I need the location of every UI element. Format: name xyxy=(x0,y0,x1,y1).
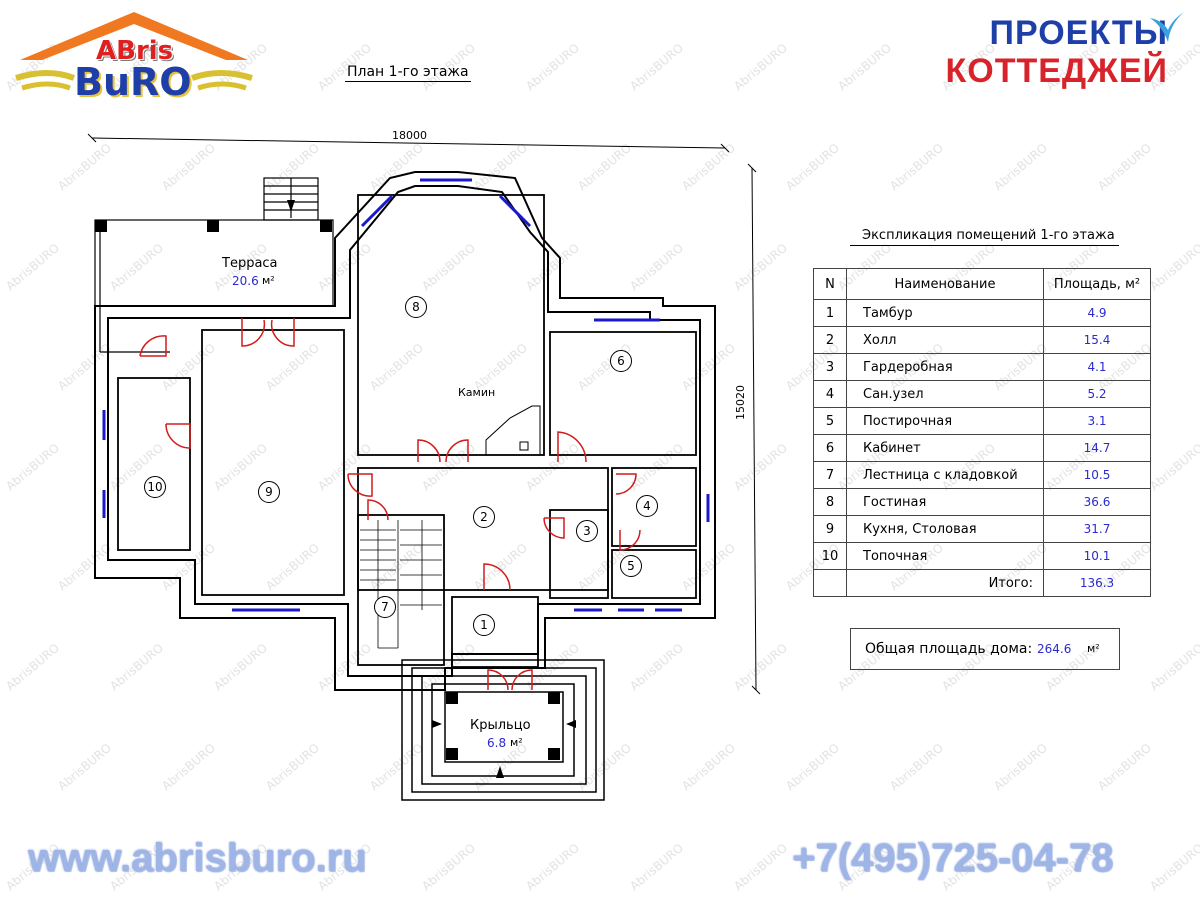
exterior-walls xyxy=(94,171,716,691)
row-name: Кабинет xyxy=(846,434,1044,462)
total-value: 136.3 xyxy=(1043,569,1151,597)
fireplace xyxy=(485,405,541,455)
windows xyxy=(102,178,710,612)
porch-unit: м² xyxy=(510,736,523,749)
row-number: 1 xyxy=(813,299,847,327)
terrace-label: Терраса xyxy=(222,256,278,271)
row-number: 9 xyxy=(813,515,847,543)
row-name: Топочная xyxy=(846,542,1044,570)
row-name: Кухня, Столовая xyxy=(846,515,1044,543)
row-name: Сан.узел xyxy=(846,380,1044,408)
fireplace-label: Камин xyxy=(458,386,496,399)
row-number: 4 xyxy=(813,380,847,408)
house-total-label: Общая площадь дома: xyxy=(865,641,1033,657)
row-name: Тамбур xyxy=(846,299,1044,327)
table-header-row: N Наименование Площадь, м² xyxy=(813,268,1151,300)
row-area: 15.4 xyxy=(1043,326,1151,354)
house-total-unit: м² xyxy=(1087,642,1100,655)
room-number-5: 5 xyxy=(620,555,642,577)
row-number: 7 xyxy=(813,461,847,489)
row-area: 10.1 xyxy=(1043,542,1151,570)
row-area: 36.6 xyxy=(1043,488,1151,516)
row-name: Гардеробная xyxy=(846,353,1044,381)
row-name: Гостиная xyxy=(846,488,1044,516)
room-number-9: 9 xyxy=(258,481,280,503)
interior-walls xyxy=(117,194,697,668)
logo-roof-icon xyxy=(15,12,253,91)
porch-area: 6.8 xyxy=(487,736,507,750)
row-area: 4.9 xyxy=(1043,299,1151,327)
room-number-1: 1 xyxy=(473,614,495,636)
row-area: 31.7 xyxy=(1043,515,1151,543)
room-number-4: 4 xyxy=(636,495,658,517)
room-number-8: 8 xyxy=(405,296,427,318)
room-number-6: 6 xyxy=(610,350,632,372)
height-dimension: 15020 xyxy=(734,385,747,420)
terrace-unit: м² xyxy=(262,274,275,287)
terrace xyxy=(94,177,334,353)
row-number: 10 xyxy=(813,542,847,570)
row-number: 3 xyxy=(813,353,847,381)
row-area: 14.7 xyxy=(1043,434,1151,462)
header-name: Наименование xyxy=(846,268,1044,300)
dimension-lines xyxy=(87,133,761,695)
website-link[interactable]: www.abrisburo.ru xyxy=(28,836,367,880)
porch-label: Крыльцо xyxy=(470,718,531,733)
brand-line-1: ПРОЕКТЫ xyxy=(989,14,1168,52)
staircase xyxy=(360,520,442,649)
total-label: Итого: xyxy=(846,569,1044,597)
row-area: 5.2 xyxy=(1043,380,1151,408)
phone-number[interactable]: +7(495)725-04-78 xyxy=(792,836,1114,880)
row-number: 8 xyxy=(813,488,847,516)
row-area: 3.1 xyxy=(1043,407,1151,435)
header-number: N xyxy=(813,268,847,300)
row-name: Лестница с кладовкой xyxy=(846,461,1044,489)
bird-icon xyxy=(1150,12,1184,42)
row-area: 4.1 xyxy=(1043,353,1151,381)
brand-line-2: КОТТЕДЖЕЙ xyxy=(945,52,1168,90)
row-name: Постирочная xyxy=(846,407,1044,435)
total-row: Итого:136.3 xyxy=(813,569,1151,597)
room-number-10: 10 xyxy=(144,476,166,498)
company-logo[interactable]: ABris BuRO xyxy=(8,6,260,106)
terrace-area: 20.6 xyxy=(232,274,259,288)
page-title: План 1-го этажа xyxy=(345,64,471,82)
room-number-3: 3 xyxy=(576,520,598,542)
row-number: 5 xyxy=(813,407,847,435)
doors xyxy=(139,318,641,691)
width-dimension: 18000 xyxy=(392,129,427,142)
room-number-7: 7 xyxy=(374,596,396,618)
logo-line-1: ABris xyxy=(96,36,174,66)
row-number: 6 xyxy=(813,434,847,462)
house-total-box: Общая площадь дома: 264.6 м² xyxy=(850,628,1120,670)
header-area: Площадь, м² xyxy=(1043,268,1151,300)
row-number: 2 xyxy=(813,326,847,354)
terrace-columns xyxy=(95,220,332,232)
logo-line-2: BuRO xyxy=(74,60,192,104)
house-total-value: 264.6 xyxy=(1037,642,1072,656)
row-area: 10.5 xyxy=(1043,461,1151,489)
room-number-2: 2 xyxy=(473,506,495,528)
entry-arrows xyxy=(287,200,576,778)
porch-columns xyxy=(446,692,560,760)
row-name: Холл xyxy=(846,326,1044,354)
explication-title: Экспликация помещений 1-го этажа xyxy=(850,228,1119,246)
